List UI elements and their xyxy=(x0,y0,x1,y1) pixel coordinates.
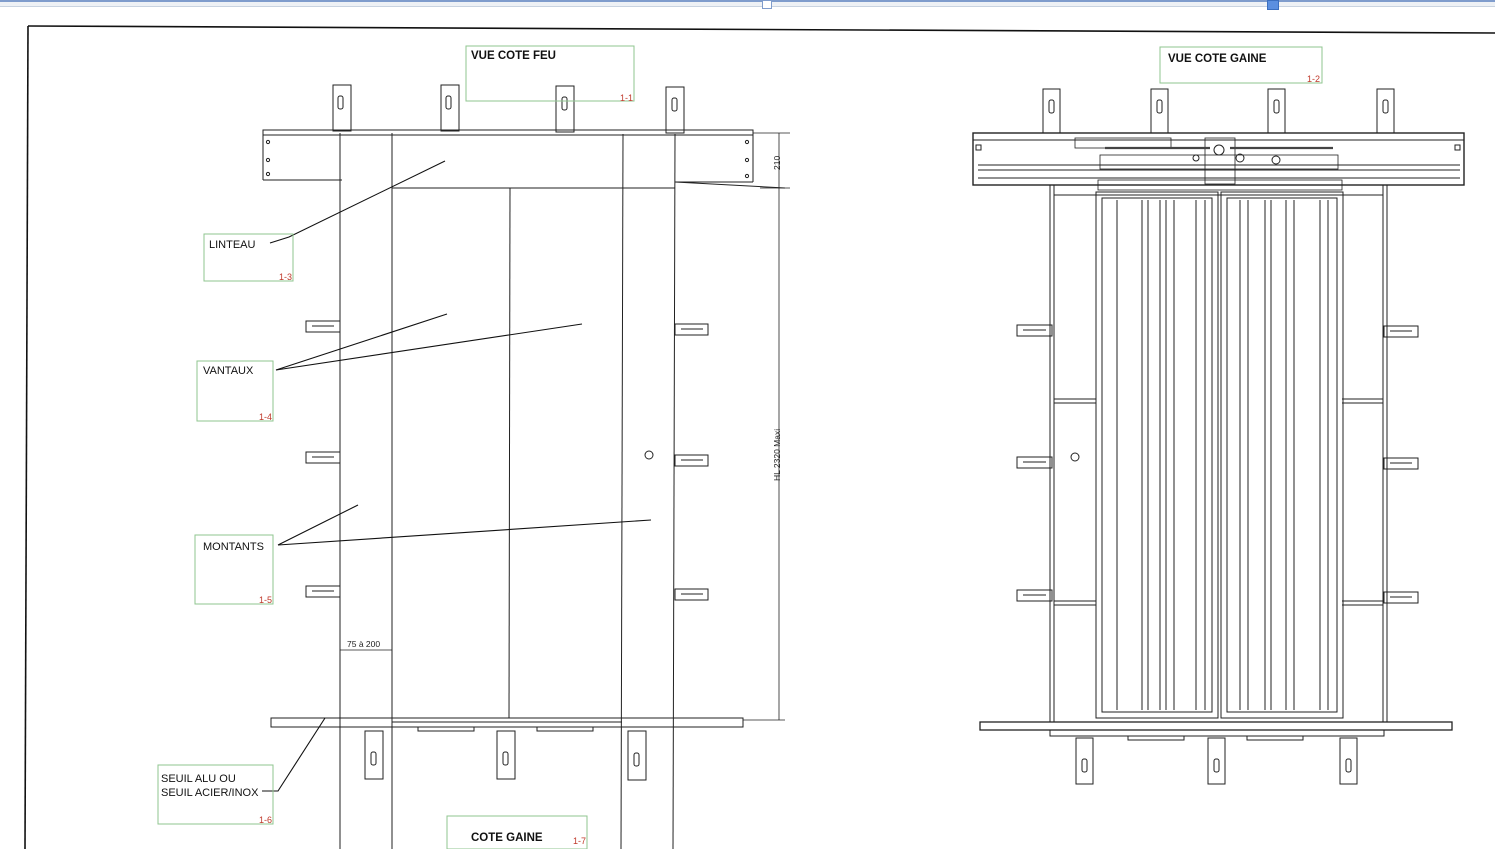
dimension-lintel-height: 210 xyxy=(772,156,782,170)
sheet-border xyxy=(24,25,1495,849)
shaft-frame xyxy=(1049,185,1388,722)
annotation-box-1-4[interactable] xyxy=(196,360,274,422)
top-toolbar-strip xyxy=(0,0,1495,10)
door-leaf-right-panel xyxy=(1220,191,1344,719)
bottom-view-title: COTE GAINE xyxy=(471,832,543,844)
label-montants: MONTANTS xyxy=(203,541,264,553)
annotation-box-1-3[interactable] xyxy=(203,233,294,282)
toolbar-top-line xyxy=(0,0,1495,2)
resize-handle[interactable] xyxy=(762,0,772,9)
annotation-number-1-6: 1-6 xyxy=(259,815,272,825)
side-brackets-right-view xyxy=(1016,324,1419,604)
top-brackets-right xyxy=(1042,88,1395,134)
side-brackets-right xyxy=(674,323,709,601)
sill-right xyxy=(979,721,1453,741)
header-rail-left xyxy=(262,129,754,183)
bottom-brackets-left xyxy=(364,730,647,781)
door-leaves-left xyxy=(392,187,622,719)
label-seuil-line1: SEUIL ALU OU xyxy=(161,773,236,785)
lock-hole-rear xyxy=(1070,452,1080,462)
annotation-box-1-7[interactable] xyxy=(446,815,588,849)
left-view xyxy=(262,84,790,849)
drawing-text: VUE COTE FEU VUE COTE GAINE COTE GAINE L… xyxy=(161,50,1320,846)
leader-lines-left xyxy=(262,160,652,792)
annotation-box-1-2[interactable] xyxy=(1159,46,1323,84)
door-leaf-left-panel xyxy=(1095,191,1219,719)
dimension-lines xyxy=(340,132,790,721)
label-seuil-line2: SEUIL ACIER/INOX xyxy=(161,787,259,799)
bottom-brackets-right xyxy=(1075,737,1358,785)
door-operator-header xyxy=(972,132,1465,191)
annotation-box-1-1[interactable] xyxy=(465,45,635,102)
side-brackets-left xyxy=(305,320,341,598)
dimension-post-width: 75 à 200 xyxy=(347,639,380,649)
annotation-box-1-6[interactable] xyxy=(157,764,274,825)
sill-left xyxy=(270,717,744,732)
dimension-max-height: HL 2320 Maxi xyxy=(772,429,782,481)
annotation-number-1-7: 1-7 xyxy=(573,836,586,846)
annotation-box-1-5[interactable] xyxy=(194,534,274,605)
right-view xyxy=(972,88,1465,785)
lock-hole xyxy=(644,450,654,460)
annotation-number-1-4: 1-4 xyxy=(259,412,272,422)
right-view-title: VUE COTE GAINE xyxy=(1168,53,1267,65)
annotation-number-1-1: 1-1 xyxy=(620,93,633,103)
label-linteau: LINTEAU xyxy=(209,239,256,251)
top-brackets-left xyxy=(332,84,685,134)
annotation-number-1-2: 1-2 xyxy=(1307,74,1320,84)
label-vantaux: VANTAUX xyxy=(203,365,254,377)
jambs-left xyxy=(339,133,676,849)
annotation-boxes xyxy=(157,45,1323,849)
selection-handle[interactable] xyxy=(1267,0,1279,10)
left-view-title: VUE COTE FEU xyxy=(471,50,556,62)
annotation-number-1-3: 1-3 xyxy=(279,272,292,282)
annotation-number-1-5: 1-5 xyxy=(259,595,272,605)
